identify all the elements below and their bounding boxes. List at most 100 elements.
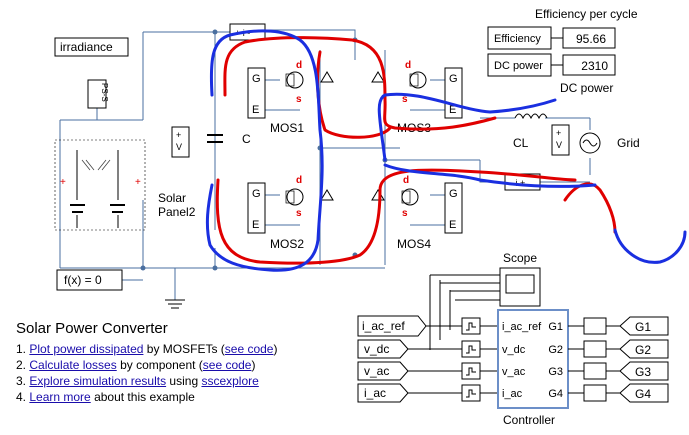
out-conv-2[interactable]	[583, 340, 607, 358]
output-converters	[583, 317, 607, 402]
out-conv-4[interactable]	[583, 384, 607, 402]
mos1-d: d	[296, 60, 302, 71]
dc-power-caption: DC power	[560, 81, 613, 95]
mos1-g: G	[252, 73, 261, 85]
controller-in-2: v_dc	[502, 344, 526, 356]
goto-g2-label: G2	[635, 343, 651, 357]
dc-voltmeter-label: V	[176, 142, 182, 152]
zoh-4[interactable]	[461, 384, 481, 402]
from-i-ac-ref[interactable]	[357, 315, 427, 337]
see-code-link-1[interactable]: see code	[224, 342, 274, 356]
inductor-symbol[interactable]	[514, 113, 548, 120]
calculate-losses-link[interactable]: Calculate losses	[29, 358, 117, 372]
out-conv-1[interactable]	[583, 317, 607, 335]
svg-text:+: +	[135, 177, 141, 188]
dc-voltmeter[interactable]	[171, 126, 190, 158]
goto-g3[interactable]	[619, 361, 669, 381]
zoh-2[interactable]	[461, 340, 481, 358]
description-panel: Solar Power Converter 1. Plot power diss…	[16, 320, 356, 405]
solver-config-label: f(x) = 0	[64, 273, 102, 287]
controller-out-2: G2	[548, 344, 563, 356]
scope-label: Scope	[503, 251, 537, 265]
current-path-positive	[215, 36, 617, 265]
controller-label: Controller	[503, 413, 555, 427]
see-code-link-2[interactable]: see code	[202, 358, 252, 372]
mos2-g: G	[252, 188, 261, 200]
goto-g2[interactable]	[619, 339, 669, 359]
sscexplore-link[interactable]: sscexplore	[201, 374, 259, 388]
from-i-ac-ref-label: i_ac_ref	[362, 319, 405, 333]
ps-s-converter[interactable]	[87, 79, 107, 109]
grid-voltmeter[interactable]	[551, 124, 570, 156]
mos2-label: MOS2	[270, 237, 304, 251]
capacitor-symbol[interactable]	[207, 134, 223, 143]
explore-simulation-results-link[interactable]: Explore simulation results	[29, 374, 167, 388]
goto-g3-label: G3	[635, 365, 651, 379]
description-item-4: 4. Learn more about this example	[16, 389, 356, 405]
solar-panel-label-2: Panel2	[158, 205, 196, 219]
sample-hold-blocks	[461, 317, 481, 402]
from-v-dc[interactable]	[357, 339, 409, 359]
mos1-e: E	[252, 104, 259, 116]
mos2-s: s	[296, 208, 302, 219]
item-4-text: about this example	[90, 390, 195, 404]
item-3-text: using	[166, 374, 202, 388]
item-2-text: by component (	[116, 358, 203, 372]
learn-more-link[interactable]: Learn more	[29, 390, 91, 404]
from-i-ac-label: i_ac	[364, 386, 386, 400]
mos1-s: s	[296, 94, 302, 105]
goto-g1[interactable]	[619, 316, 669, 336]
item-1-end: )	[273, 342, 278, 356]
mos4-e: E	[449, 219, 456, 231]
plot-power-dissipated-link[interactable]: Plot power dissipated	[29, 342, 144, 356]
efficiency-value: 95.66	[576, 32, 606, 46]
grid-label: Grid	[617, 136, 640, 150]
mos4[interactable]: G E d s	[371, 175, 463, 234]
item-1-number: 1.	[16, 342, 27, 356]
from-i-ac[interactable]	[357, 383, 409, 403]
inductor-label: CL	[513, 136, 529, 150]
mos3-g: G	[449, 73, 458, 85]
goto-g4[interactable]	[619, 383, 669, 403]
dc-voltmeter-plus: +	[176, 130, 181, 140]
controller-in-1: i_ac_ref	[502, 321, 542, 333]
out-conv-3[interactable]	[583, 362, 607, 380]
from-v-ac[interactable]	[357, 361, 409, 381]
dc-power-value: 2310	[581, 59, 608, 73]
dc-power-label: DC power	[494, 60, 543, 72]
goto-g1-label: G1	[635, 320, 651, 334]
efficiency-display[interactable]	[562, 27, 616, 49]
item-2-end: )	[251, 358, 256, 372]
mos1[interactable]: G E d s	[247, 60, 334, 119]
grid-voltmeter-label: V	[556, 140, 562, 150]
solver-config-block[interactable]	[56, 269, 123, 291]
svg-text:+: +	[60, 177, 66, 188]
irradiance-block[interactable]	[54, 37, 129, 57]
capacitor-label: C	[242, 132, 251, 146]
dc-power-display[interactable]	[562, 54, 616, 76]
zoh-3[interactable]	[461, 362, 481, 380]
mos3-s: s	[402, 94, 408, 105]
grid-voltmeter-plus: +	[556, 128, 561, 138]
from-blocks: i_ac_ref v_dc v_ac i_ac	[357, 315, 427, 403]
controller-block[interactable]	[497, 309, 569, 409]
efficiency-heading: Efficiency per cycle	[535, 7, 638, 21]
ground-symbol	[165, 299, 185, 309]
mos2[interactable]: G E d s	[247, 175, 334, 234]
item-2-number: 2.	[16, 358, 27, 372]
zoh-1[interactable]	[461, 317, 481, 335]
from-v-ac-label: v_ac	[364, 364, 389, 378]
item-3-number: 3.	[16, 374, 27, 388]
description-item-3: 3. Explore simulation results using ssce…	[16, 373, 356, 389]
mos4-d: d	[403, 175, 409, 186]
controller-in-4: i_ac	[502, 388, 523, 400]
solar-panel-label-1: Solar	[158, 191, 186, 205]
current-path-negative	[205, 29, 687, 272]
solar-panel-block[interactable]: + +	[54, 139, 146, 231]
irradiance-label: irradiance	[60, 40, 113, 54]
controller-out-1: G1	[548, 321, 563, 333]
item-1-text: by MOSFETs (	[143, 342, 225, 356]
mos3-d: d	[405, 60, 411, 71]
mos4-g: G	[449, 188, 458, 200]
